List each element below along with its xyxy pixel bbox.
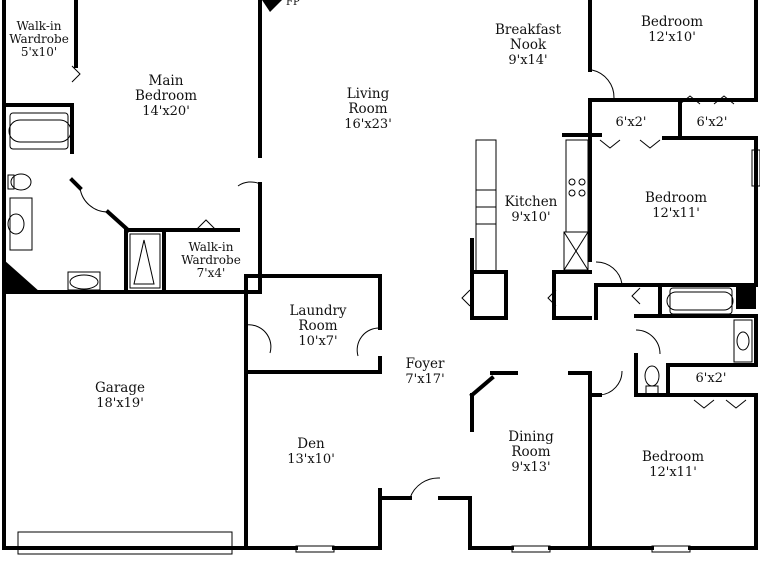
fixtures (7, 65, 760, 555)
room-name: Bedroom (641, 449, 705, 465)
room-dims: 16'x23' (344, 117, 392, 132)
room-bedroom-mid: Bedroom 12'x11' (644, 190, 708, 222)
room-garage: Garage 18'x19' (95, 380, 145, 412)
room-den: Den 13'x10' (287, 436, 335, 468)
room-name: Living Room (346, 86, 390, 117)
room-dims: 10'x7' (298, 334, 338, 349)
room-closet-c: 6'x2' (695, 371, 726, 386)
room-name: Bedroom (640, 14, 704, 30)
room-name: Main Bedroom (134, 73, 198, 104)
room-dims: 18'x19' (96, 396, 144, 411)
room-living-room: Living Room 16'x23' (338, 86, 398, 133)
room-laundry-room: Laundry Room 10'x7' (283, 303, 353, 350)
room-dims: 12'x11' (649, 465, 697, 480)
chimney-block (736, 285, 756, 309)
room-name: Den (297, 436, 325, 452)
room-dining-room: Dining Room 9'x13' (501, 429, 561, 476)
room-name: Foyer (405, 356, 445, 372)
fireplace-label: FP (286, 0, 300, 8)
room-breakfast-nook: Breakfast Nook 9'x14' (488, 22, 568, 69)
room-name: Dining Room (508, 429, 554, 460)
room-dims: 7'x17' (405, 372, 445, 387)
room-dims: 14'x20' (142, 104, 190, 119)
room-name: Garage (95, 380, 145, 396)
room-dims: 9'x10' (511, 210, 551, 225)
room-name: Kitchen (504, 194, 558, 210)
room-kitchen: Kitchen 9'x10' (504, 194, 558, 226)
room-dims: 6'x2' (615, 115, 647, 130)
room-name: Bedroom (644, 190, 708, 206)
room-dims: 9'x14' (508, 53, 548, 68)
room-foyer: Foyer 7'x17' (405, 356, 445, 388)
room-main-bedroom: Main Bedroom 14'x20' (129, 73, 203, 120)
room-dims: 12'x11' (652, 206, 700, 221)
room-walkin-wardrobe-1: Walk-in Wardrobe 5'x10' (9, 20, 69, 59)
room-dims: 6'x2' (695, 371, 727, 386)
room-dims: 6'x2' (696, 115, 728, 130)
room-dims: 12'x10' (648, 30, 696, 45)
room-name: Breakfast Nook (495, 22, 561, 53)
room-name: Walk-in Wardrobe (181, 240, 241, 267)
fireplace-icon (262, 0, 282, 12)
room-bedroom-bottom: Bedroom 12'x11' (641, 449, 705, 481)
room-dims: 5'x10' (20, 45, 58, 59)
room-closet-a: 6'x2' (615, 115, 646, 130)
room-dims: 7'x4' (196, 266, 226, 280)
room-name: Laundry Room (289, 303, 347, 334)
room-name: Walk-in Wardrobe (9, 19, 69, 46)
room-dims: 13'x10' (287, 452, 335, 467)
room-dims: 9'x13' (511, 460, 551, 475)
room-closet-b: 6'x2' (696, 115, 727, 130)
room-walkin-wardrobe-2: Walk-in Wardrobe 7'x4' (176, 241, 246, 280)
corner-fill (4, 260, 40, 292)
walls (2, 0, 758, 550)
room-bedroom-top: Bedroom 12'x10' (640, 14, 704, 46)
